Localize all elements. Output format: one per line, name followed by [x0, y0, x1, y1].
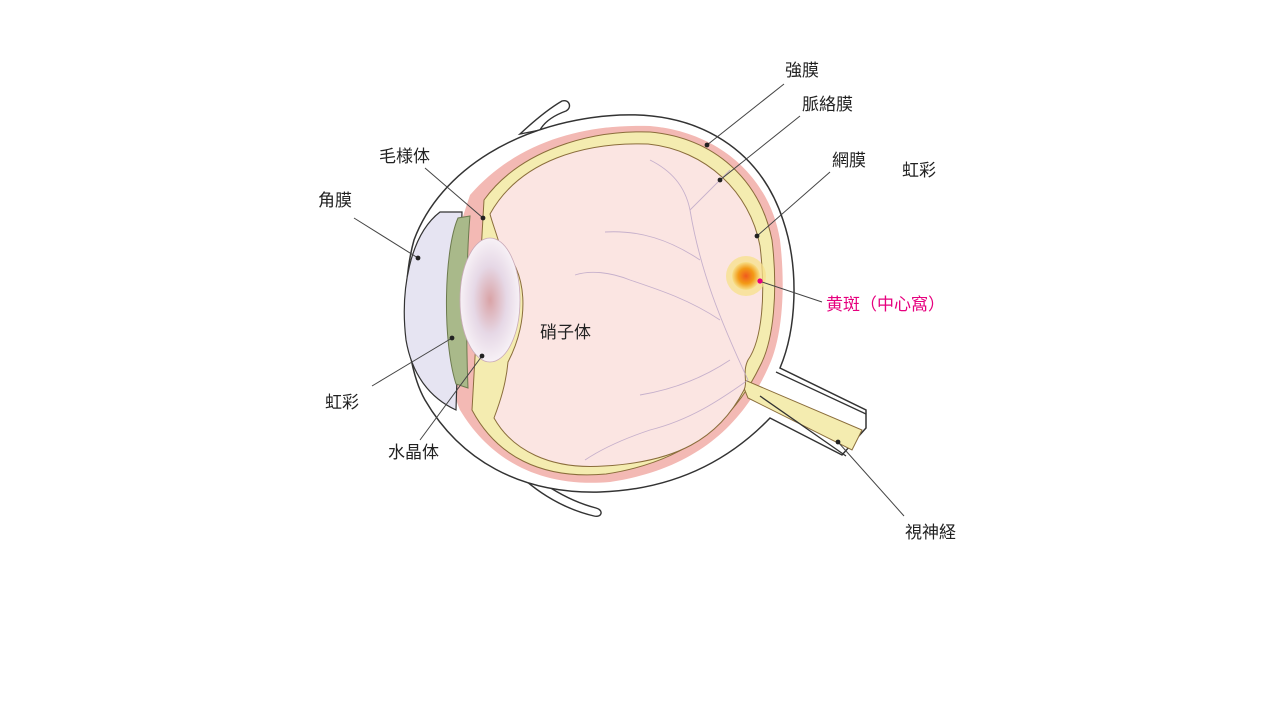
macula	[732, 262, 760, 290]
label-optic-nerve: 視神経	[905, 523, 956, 543]
label-macula: 黄斑（中心窩）	[826, 295, 945, 315]
label-sclera: 強膜	[785, 61, 819, 81]
cornea	[403, 211, 463, 411]
lens	[459, 237, 521, 363]
iris	[446, 215, 471, 389]
optic-nerve-sheath	[759, 371, 867, 457]
label-vitreous: 硝子体	[540, 323, 591, 343]
vitreous-body	[489, 143, 764, 468]
labels: 強膜 脈絡膜 網膜 虹彩 毛様体 角膜 黄斑（中心窩） 硝子体 虹彩 水晶体 視…	[318, 61, 956, 543]
label-iris-right: 虹彩	[902, 161, 936, 181]
label-choroid: 脈絡膜	[802, 95, 853, 115]
label-lens: 水晶体	[388, 443, 439, 463]
label-ciliary-body: 毛様体	[379, 147, 430, 167]
retinal-vessels	[574, 159, 749, 461]
leader-lines	[353, 83, 905, 517]
optic-nerve	[739, 377, 863, 451]
label-cornea: 角膜	[318, 191, 352, 211]
label-retina: 網膜	[832, 151, 866, 171]
upper-eyelid	[517, 100, 571, 136]
label-iris-left: 虹彩	[325, 393, 359, 413]
